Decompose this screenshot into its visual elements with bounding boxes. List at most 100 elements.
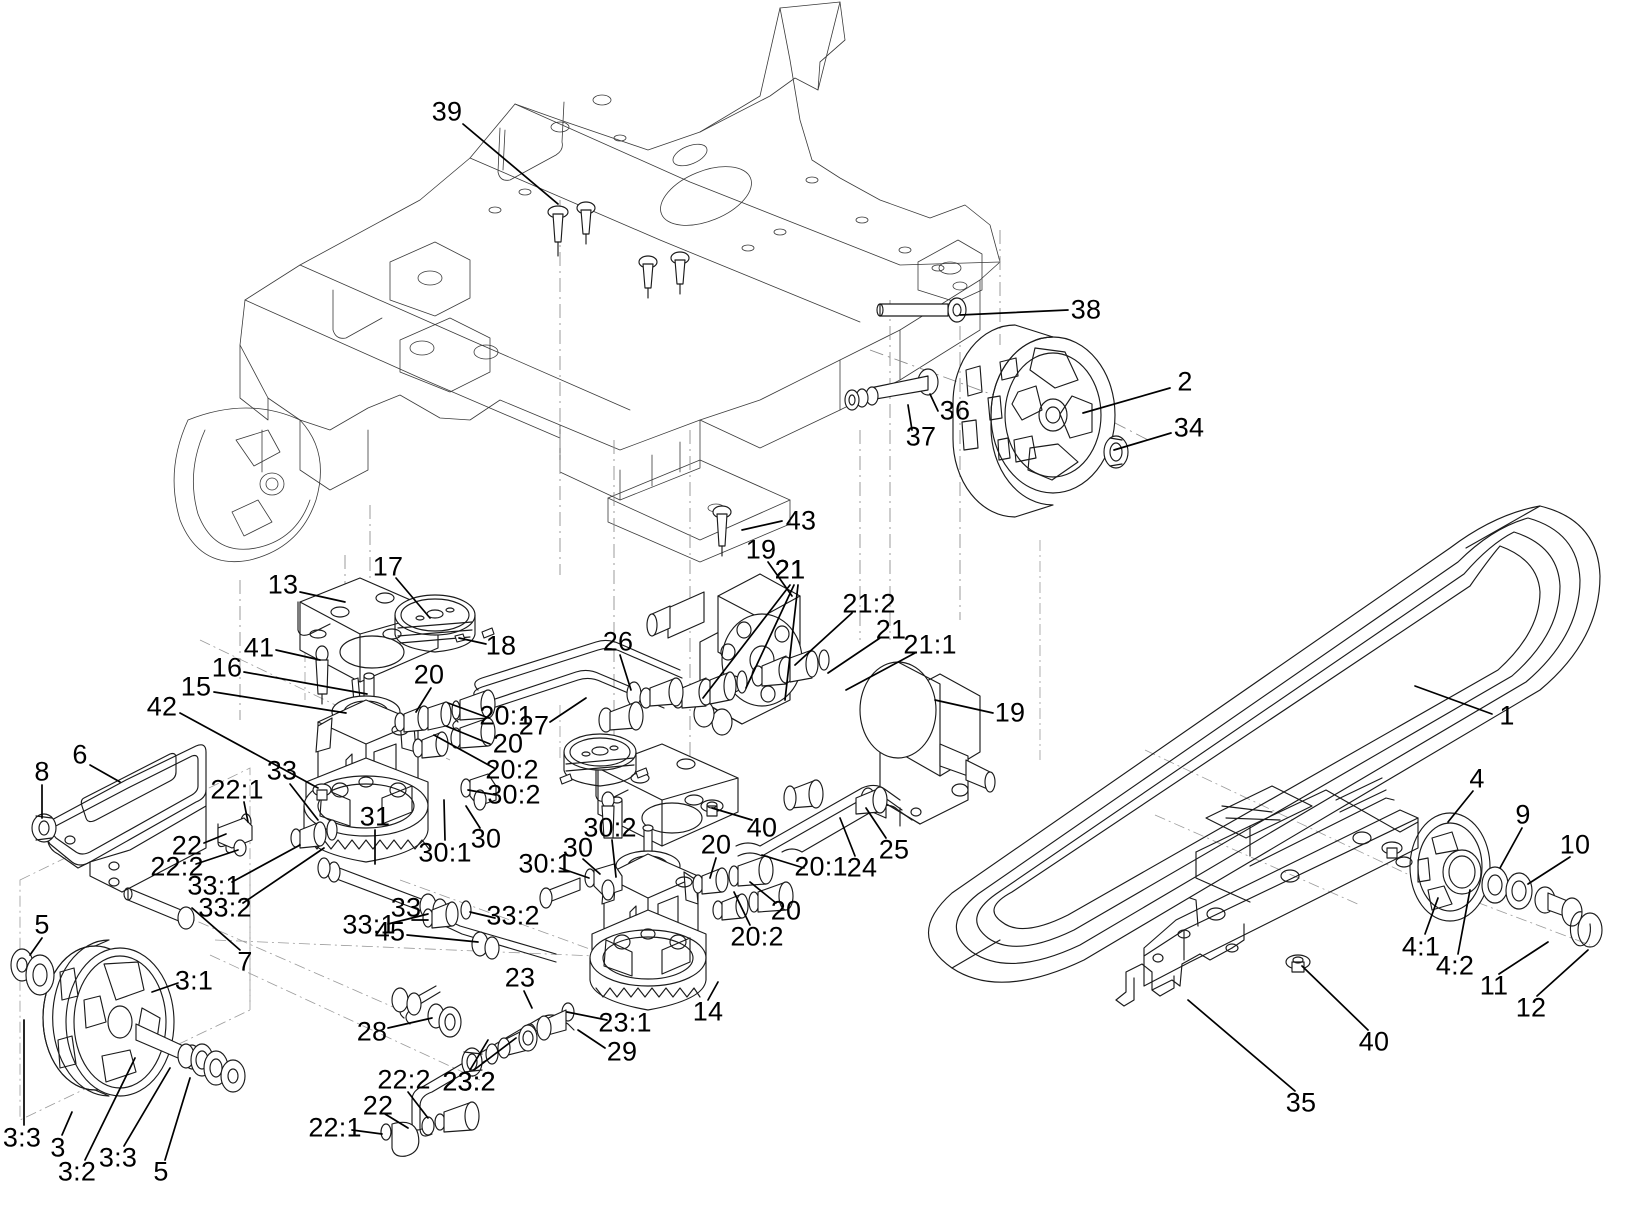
leader-line-20 bbox=[749, 881, 777, 904]
leader-line-22-1 bbox=[243, 801, 249, 823]
callout-17: 17 bbox=[372, 551, 404, 582]
callout-3-2: 3:2 bbox=[57, 1156, 97, 1187]
leader-line-36 bbox=[929, 393, 939, 412]
leader-line-20-1 bbox=[761, 854, 805, 869]
leader-line-1 bbox=[1414, 685, 1493, 715]
bracket-bolt-41 bbox=[315, 645, 329, 705]
leader-line-35 bbox=[1187, 999, 1296, 1092]
leader-line-4 bbox=[1447, 790, 1474, 823]
callout-25: 25 bbox=[878, 834, 910, 865]
sprocket-bolt-38 bbox=[876, 297, 967, 323]
callout-9: 9 bbox=[1515, 799, 1531, 830]
fitting-elbow-22-bottom bbox=[380, 1101, 480, 1157]
callout-1: 1 bbox=[1499, 700, 1515, 731]
leader-line-20 bbox=[709, 857, 717, 879]
hose-24-25-fittings bbox=[783, 779, 888, 815]
callout-22-2: 22:2 bbox=[150, 851, 204, 882]
callout-33-2: 33:2 bbox=[486, 900, 540, 931]
leader-line-6 bbox=[89, 764, 121, 783]
leader-line-21-1 bbox=[845, 652, 916, 691]
fitting-cluster-20-left bbox=[394, 689, 496, 733]
deck-bolts-39 bbox=[547, 201, 690, 299]
leader-line-17 bbox=[395, 577, 431, 619]
pulley-key-18 bbox=[481, 627, 495, 639]
callout-23-2: 23:2 bbox=[442, 1066, 496, 1097]
leader-line-19 bbox=[934, 699, 994, 714]
callout-19: 19 bbox=[994, 697, 1026, 728]
wheel-motor-gear-14 bbox=[589, 909, 707, 1011]
fitting-elbow-30-left bbox=[460, 773, 497, 811]
leader-line-30-2 bbox=[467, 789, 497, 796]
callout-24: 24 bbox=[846, 852, 878, 883]
callout-leader-lines bbox=[23, 123, 1589, 1161]
callout-13: 13 bbox=[267, 569, 299, 600]
callout-39: 39 bbox=[431, 96, 463, 127]
leader-line-28 bbox=[387, 1017, 433, 1029]
pulley-17-second bbox=[559, 733, 649, 787]
leader-line-22 bbox=[384, 1113, 409, 1129]
callout-20: 20 bbox=[770, 895, 802, 926]
leader-line-21 bbox=[745, 584, 795, 689]
callout-22-2: 22:2 bbox=[377, 1064, 431, 1095]
callout-5: 5 bbox=[153, 1156, 169, 1187]
callout-20-2: 20:2 bbox=[730, 921, 784, 952]
leader-line-3-1 bbox=[151, 982, 179, 993]
leader-line-34 bbox=[1113, 432, 1172, 451]
leader-line-33-2 bbox=[469, 911, 496, 919]
hydraulic-motor-upper-19 bbox=[646, 573, 803, 736]
callout-21: 21 bbox=[774, 554, 806, 585]
callout-20-2: 20:2 bbox=[485, 754, 539, 785]
callout-22-1: 22:1 bbox=[210, 774, 264, 805]
leader-line-30 bbox=[465, 805, 481, 829]
callout-12: 12 bbox=[1515, 992, 1547, 1023]
leader-line-21-2 bbox=[794, 612, 853, 666]
callout-3-3: 3:3 bbox=[2, 1122, 42, 1153]
leader-line-22 bbox=[203, 833, 227, 844]
callout-21: 21 bbox=[774, 554, 806, 585]
leader-line-41 bbox=[275, 649, 321, 661]
leader-line-15 bbox=[213, 691, 347, 714]
rubber-track-belt bbox=[928, 505, 1601, 983]
fitting-elbow-22-left bbox=[217, 813, 253, 857]
leader-line-21 bbox=[827, 637, 881, 674]
leader-line-23-2 bbox=[473, 1037, 517, 1071]
callout-21: 21 bbox=[774, 554, 806, 585]
leader-line-30-1 bbox=[443, 799, 446, 841]
leader-line-21 bbox=[702, 584, 791, 699]
idler-nut-8 bbox=[31, 813, 57, 843]
callout-33-2: 33:2 bbox=[198, 892, 252, 923]
fitting-cluster-23 bbox=[461, 1002, 575, 1077]
callout-20-1: 20:1 bbox=[794, 851, 848, 882]
leader-line-45 bbox=[406, 934, 479, 943]
sprocket-nut-34 bbox=[1103, 435, 1129, 469]
leader-line-23 bbox=[523, 990, 533, 1009]
callout-3-1: 3:1 bbox=[174, 965, 214, 996]
callout-34: 34 bbox=[1173, 412, 1205, 443]
callout-20-1: 20:1 bbox=[479, 700, 533, 731]
leader-line-11 bbox=[1498, 941, 1549, 975]
hose-26-fittings bbox=[598, 677, 684, 733]
callout-21-1: 21:1 bbox=[903, 629, 957, 660]
leader-line-23-1 bbox=[566, 1011, 608, 1021]
callout-23: 23 bbox=[504, 962, 536, 993]
callout-36: 36 bbox=[939, 395, 971, 426]
callout-29: 29 bbox=[606, 1036, 638, 1067]
leader-line-20-2 bbox=[733, 891, 751, 926]
callout-30-2: 30:2 bbox=[487, 779, 541, 810]
rear-idler-wheel-4 bbox=[1409, 812, 1603, 948]
hose-45 bbox=[471, 931, 500, 960]
leader-line-39 bbox=[462, 123, 559, 205]
callout-30-1: 30:1 bbox=[518, 848, 572, 879]
callout-31: 31 bbox=[359, 801, 391, 832]
callout-6: 6 bbox=[72, 739, 88, 770]
wheel-motor-gear-31 bbox=[303, 757, 430, 863]
callout-40: 40 bbox=[1358, 1026, 1390, 1057]
leader-line-10 bbox=[1527, 856, 1571, 885]
callout-30-1: 30:1 bbox=[418, 837, 472, 868]
callout-22-1: 22:1 bbox=[308, 1112, 362, 1143]
callout-35: 35 bbox=[1285, 1087, 1317, 1118]
fitting-cluster-20b-center bbox=[712, 881, 794, 921]
leader-line-30 bbox=[582, 858, 601, 875]
leader-line-4-1 bbox=[1424, 897, 1439, 935]
